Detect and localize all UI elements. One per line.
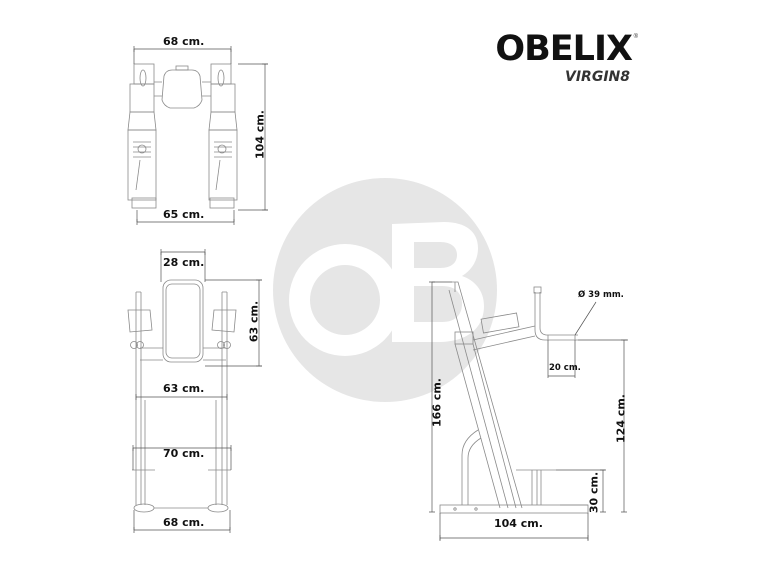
front-view-backrest-width-label: 28 cm.: [163, 256, 205, 269]
front-view-backrest-height-label: 63 cm.: [247, 300, 261, 343]
registered-mark: ®: [633, 34, 638, 40]
brand-logo: OBELIX ® VIRGIN8: [495, 29, 638, 85]
side-view-step-height-label: 30 cm.: [587, 471, 601, 514]
side-view-dimensions: [429, 281, 628, 541]
watermark-logo: [273, 178, 497, 402]
side-view-handle-height-label: 124 cm.: [614, 394, 628, 443]
side-view-total-height-label: 166 cm.: [430, 378, 444, 427]
front-view-handle-width-label: 63 cm.: [163, 382, 205, 395]
top-view-width-top-label: 68 cm.: [163, 35, 205, 48]
front-view-base-width-label: 68 cm.: [163, 516, 205, 529]
top-view-drawing: [127, 63, 238, 209]
model-name: VIRGIN8: [565, 69, 630, 85]
side-view-drawing: [439, 281, 589, 514]
brand-name: OBELIX: [495, 29, 633, 69]
side-view-grip-length-label: 20 cm.: [549, 363, 581, 373]
front-view-step-width-label: 70 cm.: [163, 447, 205, 460]
front-view-drawing: [127, 279, 237, 513]
top-view-width-bottom-label: 65 cm.: [163, 208, 205, 221]
top-view-dimensions: [133, 46, 268, 225]
side-view-grip-diameter-label: Ø 39 mm.: [578, 290, 624, 300]
front-view-dimensions: [132, 249, 262, 533]
side-view-base-length-label: 104 cm.: [494, 517, 543, 530]
top-view-depth-label: 104 cm.: [253, 110, 267, 159]
